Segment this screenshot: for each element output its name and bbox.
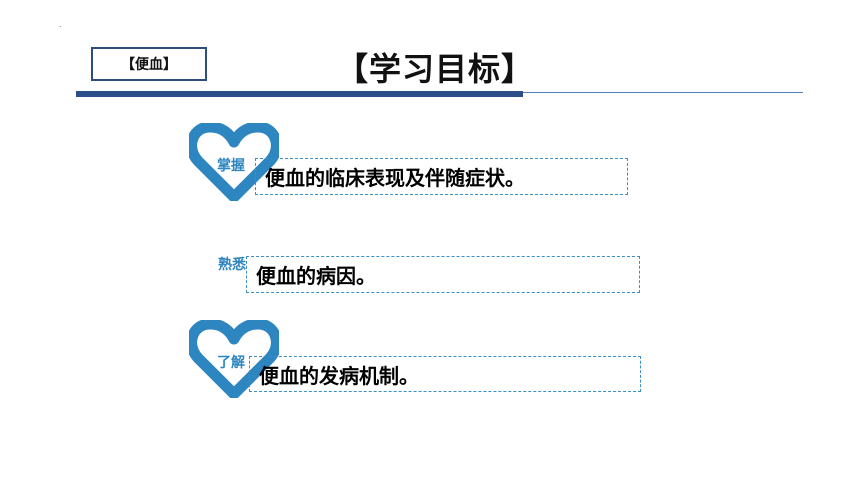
level-label-master: 掌握: [217, 158, 245, 174]
heart-icon: [189, 320, 279, 398]
heart-icon: [189, 123, 279, 201]
level-label-understand: 了解: [217, 355, 245, 371]
objective-understand: 便血的发病机制。: [249, 356, 641, 392]
title-underline-thick: [76, 91, 523, 97]
objective-familiar: 便血的病因。: [246, 256, 640, 293]
objective-master: 便血的临床表现及伴随症状。: [255, 158, 628, 195]
page-title: 【学习目标】: [335, 50, 534, 88]
decorative-dot: .: [59, 20, 62, 29]
title-underline-thin: [523, 92, 803, 93]
topic-tag: 【便血】: [91, 47, 207, 81]
level-label-familiar: 熟悉: [218, 257, 246, 273]
